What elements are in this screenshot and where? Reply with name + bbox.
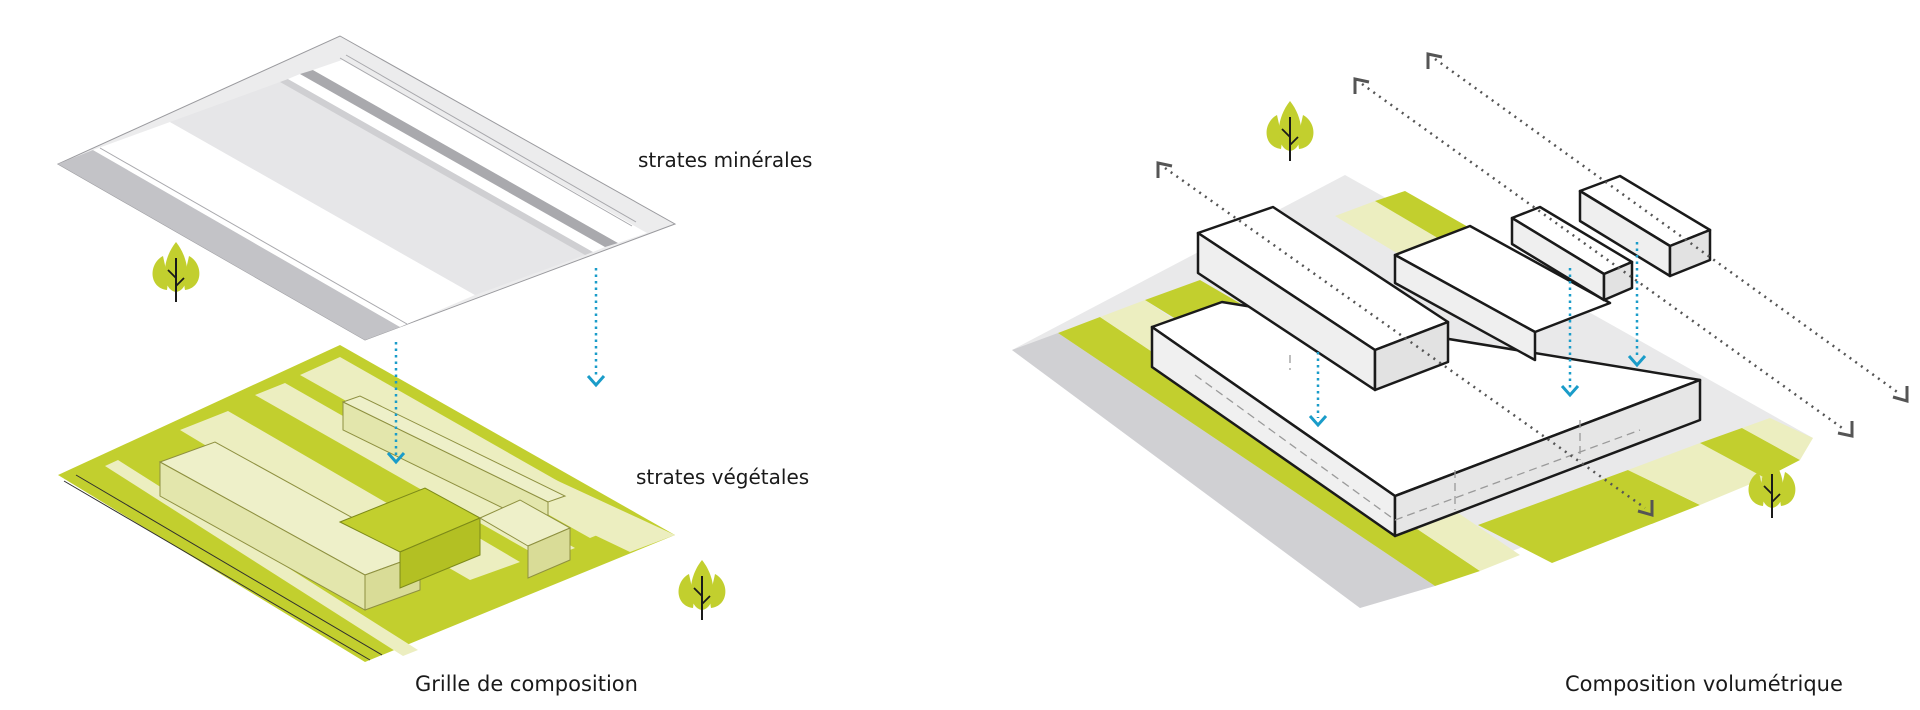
dotted-down-arrow [386, 342, 406, 465]
dotted-double-arrow [1353, 77, 1854, 438]
dotted-down-arrow [1308, 352, 1328, 428]
dotted-down-arrow [1627, 242, 1647, 368]
middle-block [1393, 224, 1612, 362]
dotted-down-arrow [586, 268, 606, 388]
dotted-down-arrow [1560, 268, 1580, 398]
tree-cluster-icon [151, 241, 201, 303]
vegetal-layer-label: strates végétales [636, 465, 810, 489]
right-caption: Composition volumétrique [1565, 672, 1843, 696]
mineral-layer-label: strates minérales [638, 148, 813, 172]
podium-block [1150, 300, 1702, 538]
mineral-layer [56, 35, 677, 341]
vegetal-layer [58, 345, 675, 662]
long-bar-block [1196, 205, 1450, 392]
dotted-double-arrow [1156, 161, 1654, 517]
dotted-double-arrow [1426, 52, 1909, 403]
left-caption: Grille de composition [415, 672, 638, 696]
tree-cluster-icon [1265, 100, 1315, 162]
tree-cluster-icon [677, 559, 727, 621]
